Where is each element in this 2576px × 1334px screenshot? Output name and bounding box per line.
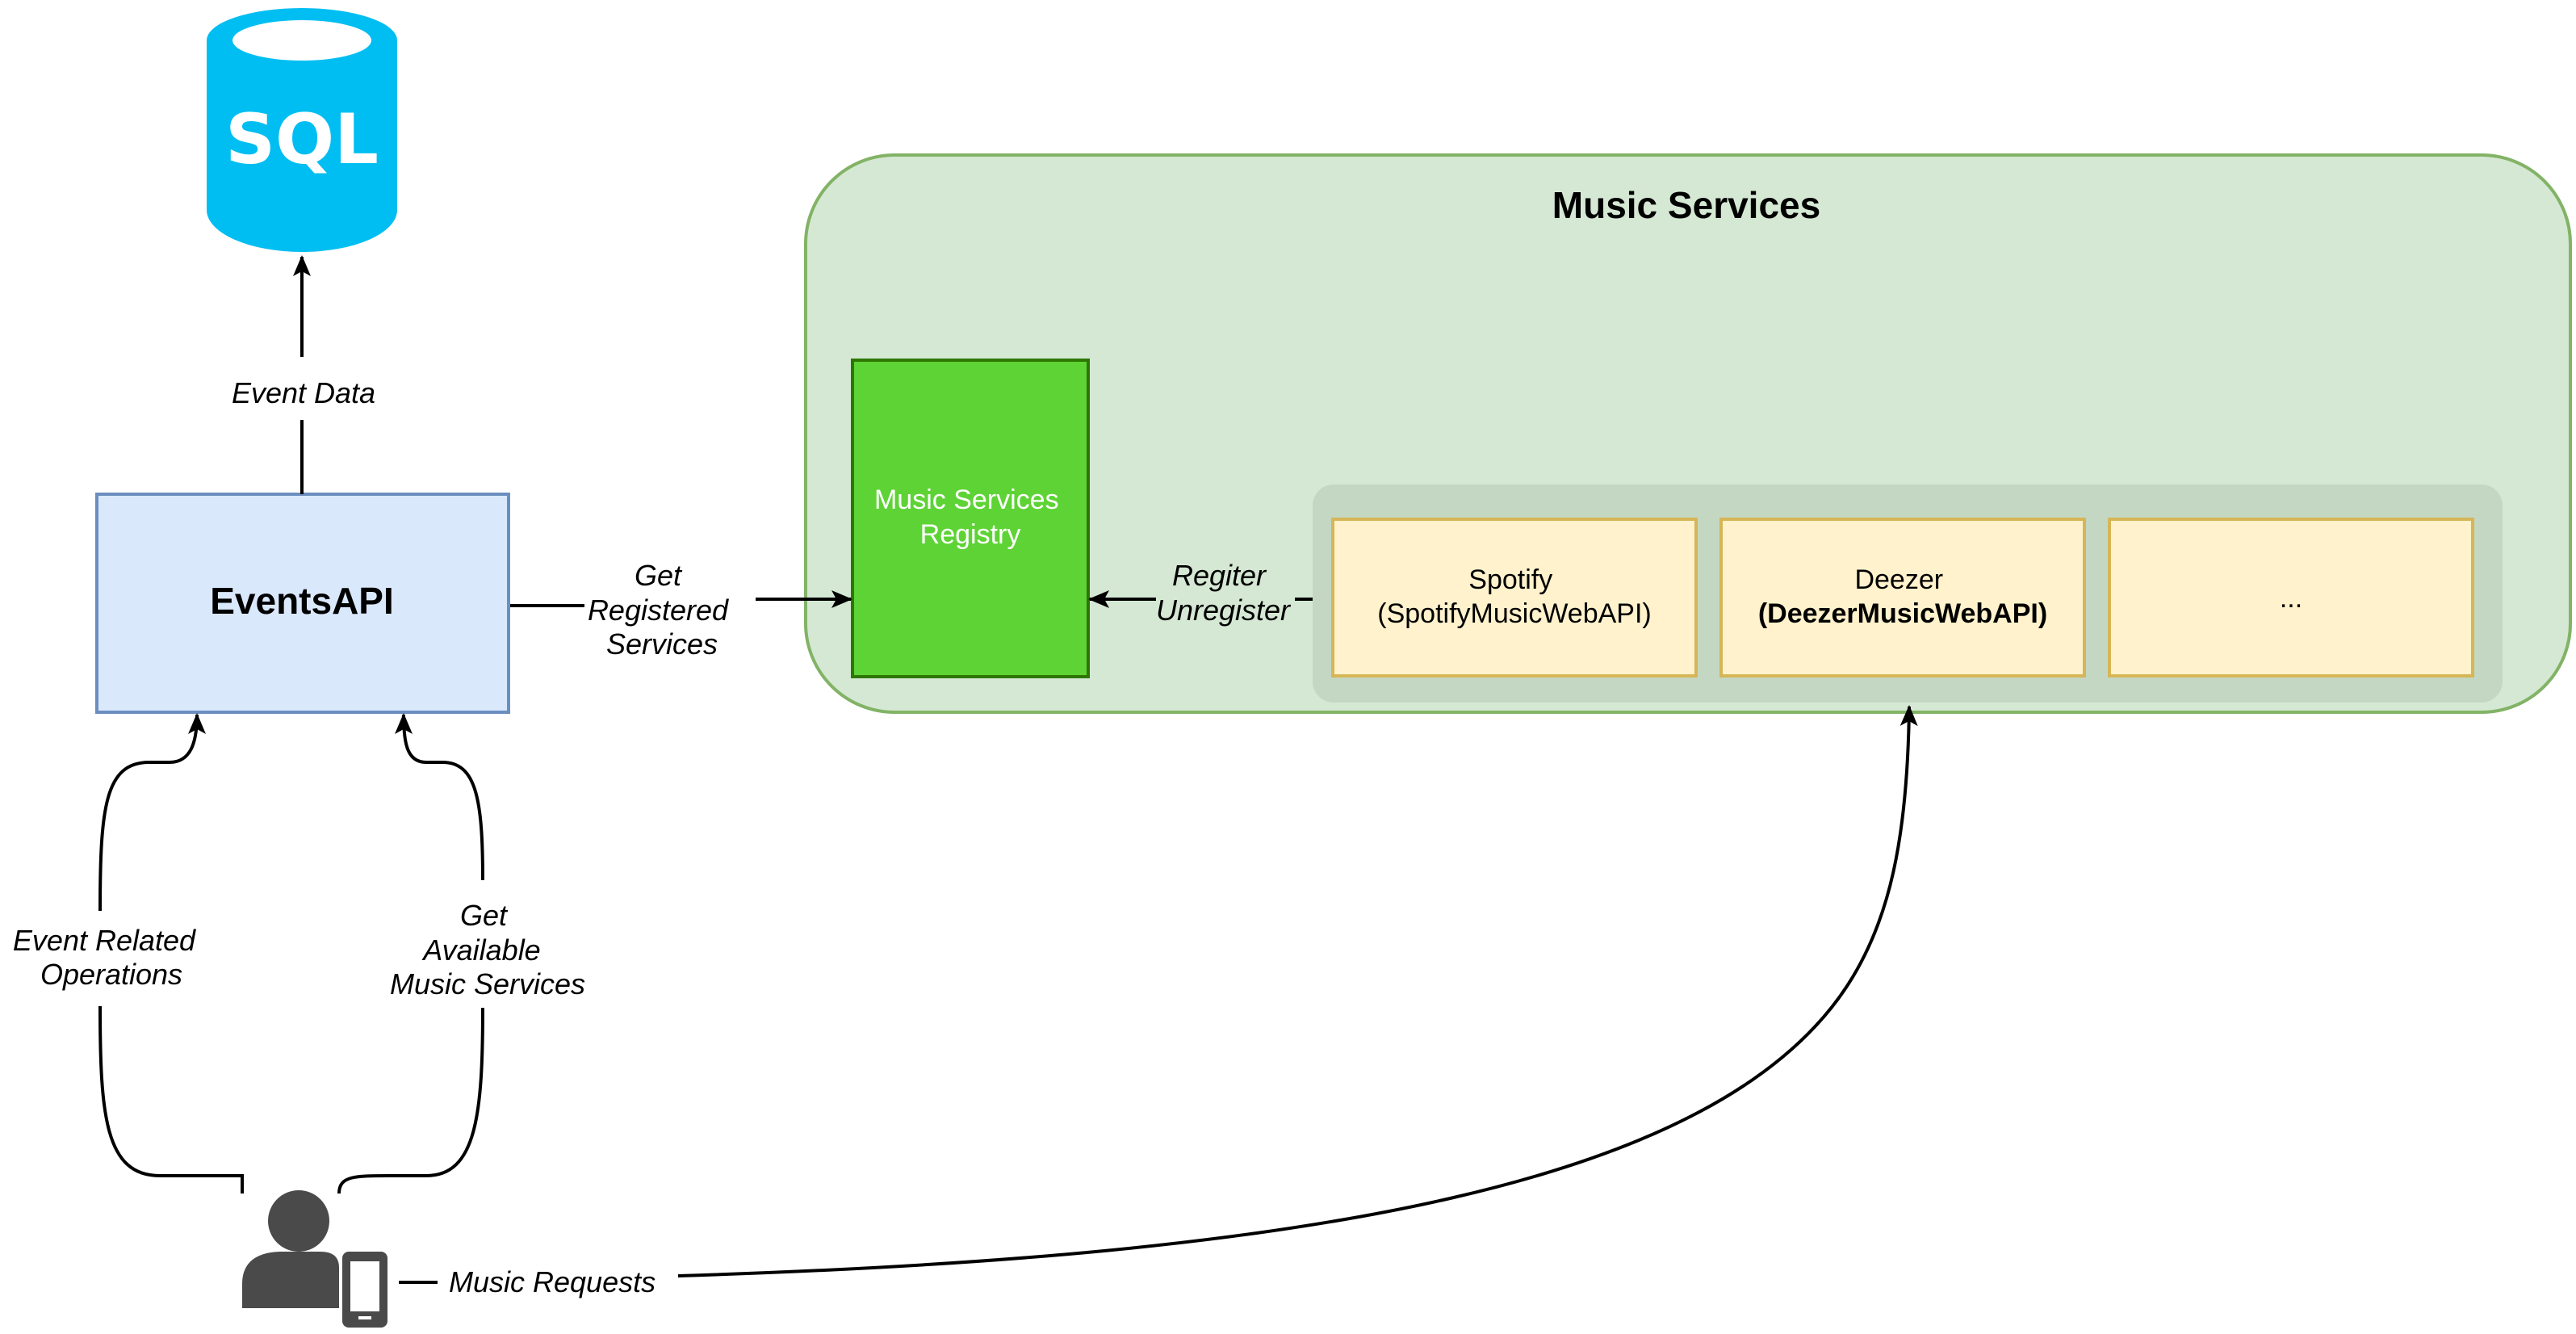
edge-label: Get Available Music Services bbox=[390, 899, 585, 1000]
user-head bbox=[268, 1190, 329, 1252]
database-top-hole bbox=[232, 20, 371, 61]
edge-arrow bbox=[395, 713, 484, 881]
provider-spotify: Spotify (SpotifyMusicWebAPI) bbox=[1331, 518, 1698, 677]
provider-label: Spotify (SpotifyMusicWebAPI) bbox=[1377, 564, 1651, 629]
database-icon: SQL bbox=[207, 8, 397, 252]
provider-api: (DeezerMusicWebAPI) bbox=[1758, 598, 2047, 629]
database-body bbox=[207, 40, 397, 252]
edge-line bbox=[337, 1007, 484, 1194]
edge-register-unregister: Regiter Unregister bbox=[1088, 559, 1313, 627]
provider-box bbox=[1719, 518, 2086, 677]
edge-label-line: Available bbox=[421, 933, 540, 967]
edge-label-line: Event Related bbox=[13, 924, 196, 957]
events-api-label: EventsAPI bbox=[210, 580, 394, 622]
provider-name: ... bbox=[2280, 583, 2302, 614]
edge-label-line: Registered bbox=[588, 594, 729, 627]
edge-arrow bbox=[98, 713, 206, 912]
database-label: SQL bbox=[225, 99, 379, 180]
edge-line bbox=[98, 1005, 244, 1193]
edge-get-available-music-services: Get Available Music Services bbox=[337, 713, 585, 1194]
user-with-phone-icon bbox=[242, 1190, 387, 1328]
edge-label: Music Requests bbox=[449, 1265, 656, 1298]
edge-get-registered-services: Get Registered Services bbox=[510, 559, 852, 661]
provider-label: ... bbox=[2280, 583, 2302, 614]
music-services-container: Music Services Music Services Registry S… bbox=[804, 153, 2572, 714]
edge-label-line: Get bbox=[635, 559, 683, 592]
provider-api: (SpotifyMusicWebAPI) bbox=[1377, 598, 1651, 629]
provider-deezer: Deezer (DeezerMusicWebAPI) bbox=[1719, 518, 2086, 677]
phone-screen bbox=[350, 1261, 379, 1311]
edge-label: Regiter Unregister bbox=[1156, 559, 1292, 627]
registry-label: Music Services Registry bbox=[874, 485, 1066, 550]
provider-name: Spotify bbox=[1468, 564, 1552, 595]
provider-name: Deezer bbox=[1854, 564, 1943, 595]
edge-label-line: Operations bbox=[40, 958, 182, 991]
events-api-box bbox=[95, 493, 510, 714]
phone-home-button bbox=[358, 1316, 371, 1319]
edge-label-line: Get bbox=[460, 899, 509, 932]
registry-label-line1: Music Services bbox=[874, 485, 1059, 515]
edge-label-line: Unregister bbox=[1156, 594, 1292, 627]
edge-event-related-operations: Event Related Operations bbox=[13, 713, 244, 1193]
edge-label: Event Related Operations bbox=[13, 924, 203, 991]
edge-music-requests: Music Requests bbox=[399, 705, 1918, 1298]
edge-label-line: Regiter bbox=[1172, 559, 1267, 592]
registry-label-line2: Registry bbox=[920, 519, 1021, 550]
edge-label-line: Music Services bbox=[390, 967, 585, 1000]
provider-box bbox=[1331, 518, 1698, 677]
provider-more: ... bbox=[2108, 518, 2474, 677]
provider-box bbox=[2108, 518, 2474, 677]
edge-label-line: Services bbox=[606, 627, 718, 661]
provider-label: Deezer (DeezerMusicWebAPI) bbox=[1758, 564, 2047, 629]
edge-label: Event Data bbox=[232, 376, 375, 409]
registry-box bbox=[851, 359, 1090, 678]
edge-label: Get Registered Services bbox=[588, 559, 736, 661]
user-body bbox=[242, 1252, 339, 1308]
music-services-title: Music Services bbox=[1552, 184, 1820, 226]
edge-event-data: Event Data bbox=[232, 255, 375, 494]
edge-arrow bbox=[677, 705, 1918, 1277]
